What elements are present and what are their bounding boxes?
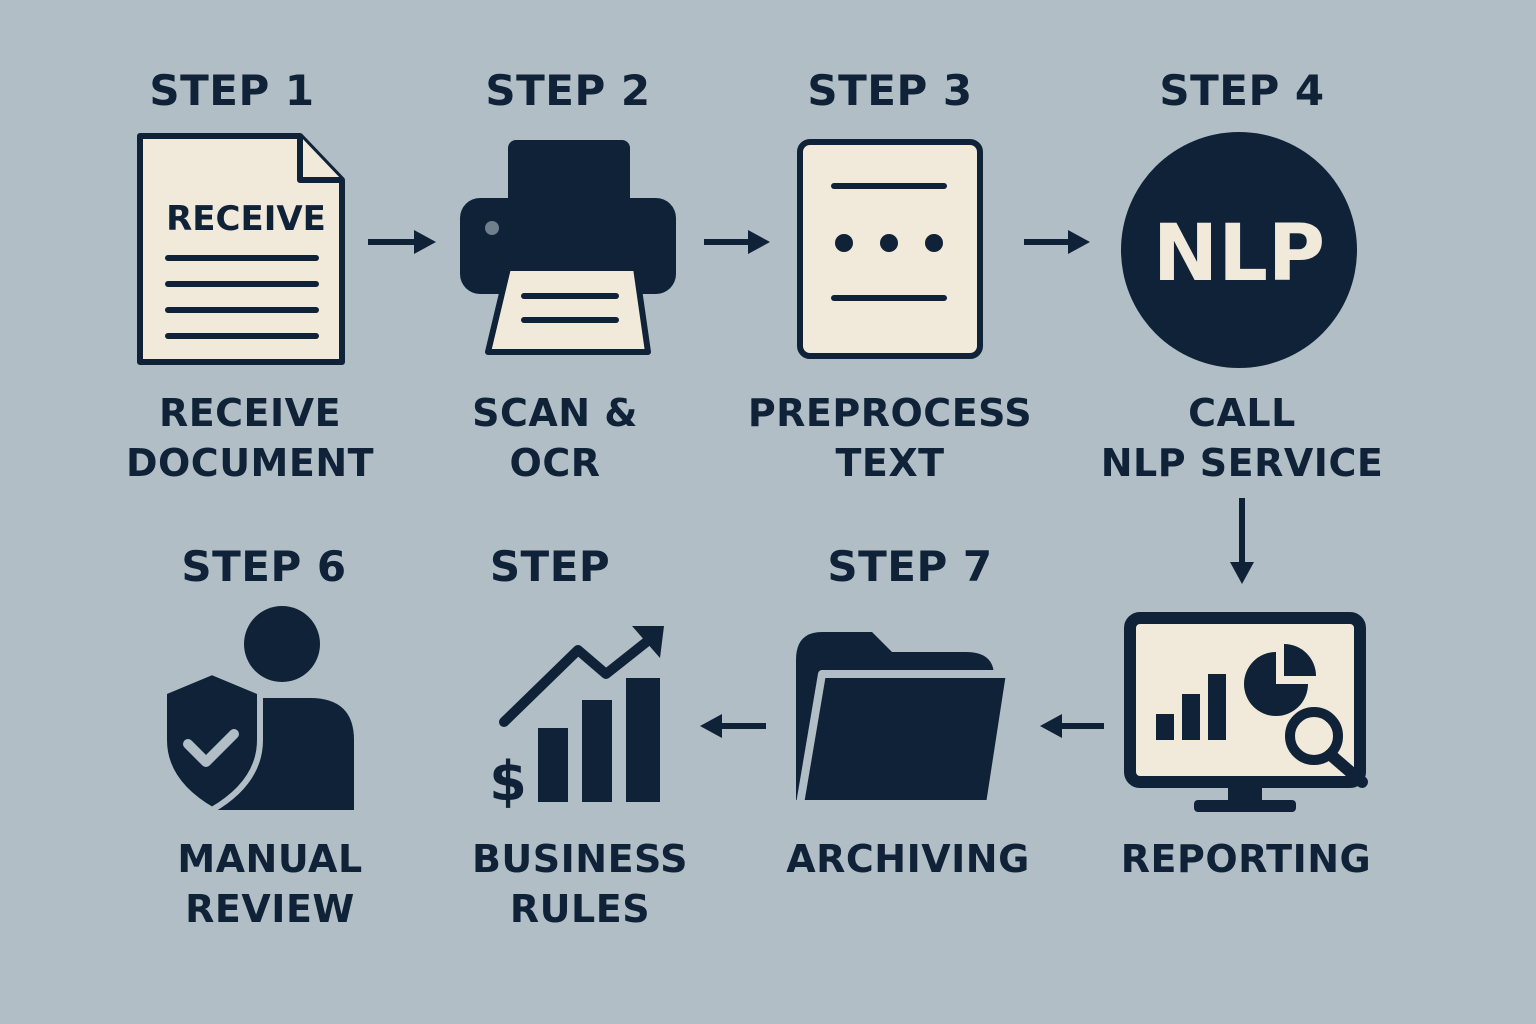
- reporting-label: REPORTING: [1121, 834, 1371, 884]
- business-rules-label-line-1: BUSINESS: [471, 837, 689, 881]
- step-1-label-line-1: RECEIVE: [158, 391, 342, 435]
- step-business-heading: STEP: [489, 542, 611, 591]
- step-3-label-line-1: PREPROCESS: [747, 391, 1033, 435]
- step-1-heading: STEP 1: [149, 66, 315, 115]
- document-icon-text: RECEIVE: [166, 199, 326, 239]
- arrow-step1-step2: [368, 230, 436, 254]
- step-7-heading: STEP 7: [827, 542, 993, 591]
- manual-review-label-line-2: REVIEW: [185, 887, 355, 931]
- reporting-label-line-1: REPORTING: [1120, 837, 1372, 881]
- step-6-heading: STEP 6: [181, 542, 347, 591]
- archiving-label: ARCHIVING: [786, 834, 1030, 884]
- step-3-label: PREPROCESS TEXT: [748, 388, 1032, 488]
- nlp-circle-icon: NLP: [1121, 132, 1357, 368]
- text-page-icon: [797, 139, 983, 359]
- step-4-label: CALL NLP SERVICE: [1101, 388, 1384, 488]
- step-1-label: RECEIVE DOCUMENT: [126, 388, 374, 488]
- business-rules-label-line-2: RULES: [509, 887, 651, 931]
- step-4-label-line-1: CALL: [1188, 391, 1296, 435]
- arrow-archiving-business: [700, 714, 766, 738]
- step-4-label-line-2: NLP SERVICE: [1100, 441, 1384, 485]
- business-rules-label: BUSINESS RULES: [472, 834, 688, 934]
- nlp-circle-text: NLP: [1153, 209, 1325, 299]
- manual-review-label: MANUAL REVIEW: [177, 834, 362, 934]
- step-3-label-line-2: TEXT: [835, 441, 945, 485]
- manual-review-label-line-1: MANUAL: [177, 837, 363, 881]
- step-1-label-line-2: DOCUMENT: [125, 441, 375, 485]
- document-icon: RECEIVE: [137, 133, 345, 365]
- monitor-chart-icon: [1124, 612, 1368, 812]
- person-shield-icon: [161, 606, 354, 814]
- archiving-label-line-1: ARCHIVING: [786, 837, 1030, 881]
- step-2-heading: STEP 2: [485, 66, 651, 115]
- arrow-reporting-archiving: [1040, 714, 1104, 738]
- step-2-label-line-2: OCR: [509, 441, 601, 485]
- step-3-heading: STEP 3: [807, 66, 973, 115]
- printer-icon: [460, 140, 676, 355]
- step-2-label-line-1: SCAN &: [472, 391, 638, 435]
- dollar-sign-text: $: [489, 750, 527, 813]
- growth-chart-icon: $: [489, 626, 664, 813]
- arrow-step4-reporting: [1230, 498, 1254, 584]
- step-2-label: SCAN & OCR: [472, 388, 638, 488]
- folder-icon: [796, 632, 1014, 808]
- step-4-heading: STEP 4: [1159, 66, 1325, 115]
- arrow-step2-step3: [704, 230, 770, 254]
- arrow-step3-step4: [1024, 230, 1090, 254]
